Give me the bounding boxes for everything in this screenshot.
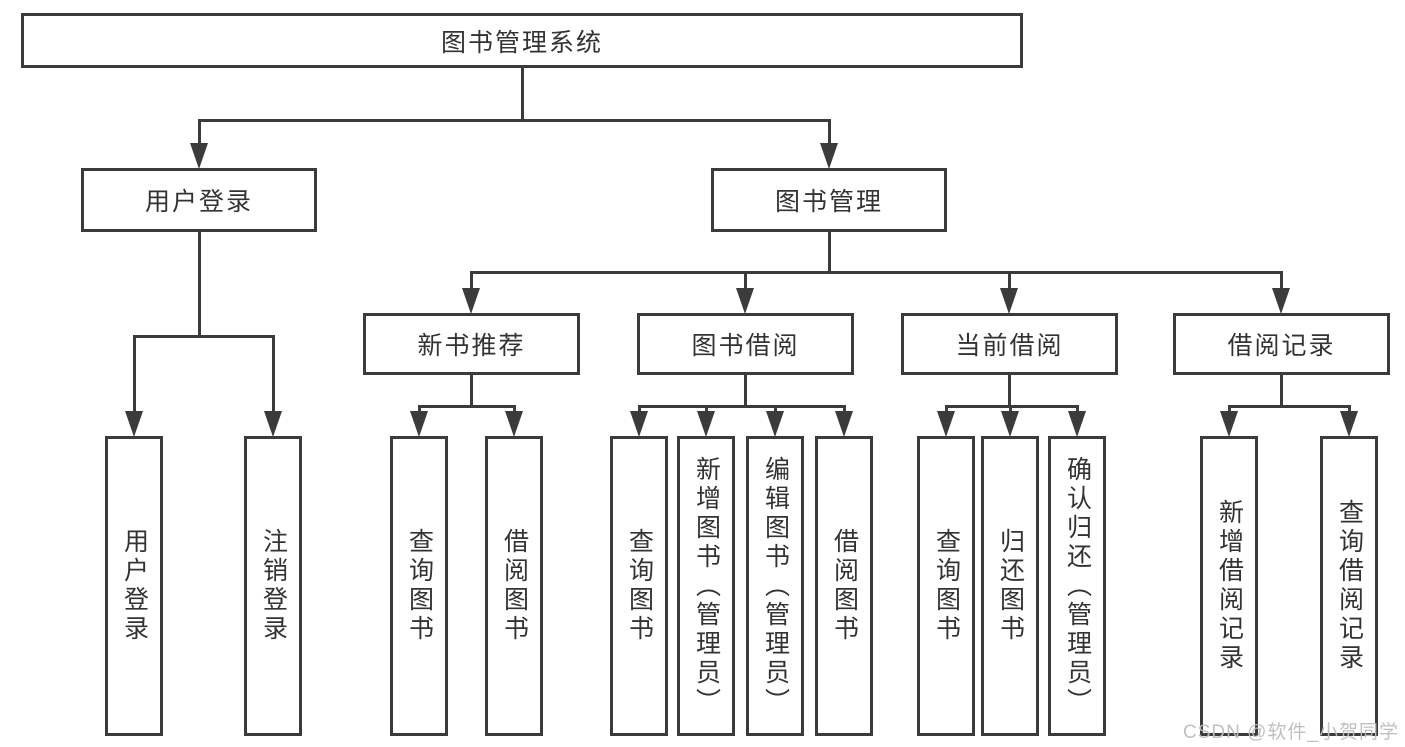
connector-line — [637, 404, 846, 408]
node-label: 图书管理系统 — [440, 28, 603, 57]
connector-line — [271, 336, 275, 412]
arrowhead-icon — [462, 288, 480, 314]
connector-line — [637, 406, 641, 412]
node-label: 当前借阅 — [955, 332, 1064, 360]
connector-line — [743, 375, 747, 406]
arrowhead-icon — [1220, 411, 1238, 437]
arrowhead-icon — [630, 411, 648, 437]
connector-line — [197, 232, 201, 336]
arrowhead-icon — [697, 411, 715, 437]
node-new-book-recommendation: 新书推荐 — [363, 313, 580, 375]
arrowhead-icon — [410, 411, 428, 437]
connector-line — [469, 270, 1283, 274]
arrowhead-icon — [820, 143, 838, 169]
arrowhead-icon — [1272, 288, 1290, 314]
node-label: 借阅记录 — [1227, 332, 1336, 360]
node-label: 新书推荐 — [417, 332, 526, 360]
arrowhead-icon — [736, 288, 754, 314]
node-label: 图书借阅 — [691, 332, 800, 360]
connector-line — [842, 406, 846, 412]
connector-line — [1227, 404, 1351, 408]
leaf-label: 查询图书 — [625, 528, 654, 644]
leaf-add-borrow-record: 新增借阅记录 — [1200, 436, 1258, 736]
leaf-label: 编辑图书（管理员） — [761, 455, 790, 717]
connector-line — [469, 375, 473, 406]
arrowhead-icon — [766, 411, 784, 437]
leaf-borrow-books: 借阅图书 — [815, 436, 873, 736]
leaf-label: 查询借阅记录 — [1335, 499, 1364, 673]
connector-line — [197, 118, 831, 122]
connector-line — [1007, 375, 1011, 406]
node-library-management-system: 图书管理系统 — [21, 13, 1023, 68]
leaf-edit-books-admin: 编辑图书（管理员） — [746, 436, 804, 736]
leaf-label: 借阅图书 — [500, 528, 529, 644]
connector-line — [469, 272, 473, 289]
connector-line — [944, 406, 948, 412]
connector-line — [1279, 375, 1283, 406]
node-user-login: 用户登录 — [81, 168, 317, 232]
connector-line — [1007, 272, 1011, 289]
leaf-borrow-books-recommend: 借阅图书 — [485, 436, 543, 736]
arrowhead-icon — [190, 143, 208, 169]
leaf-label: 新增借阅记录 — [1215, 499, 1244, 673]
connector-line — [704, 406, 708, 412]
leaf-query-books-current: 查询图书 — [917, 436, 975, 736]
arrowhead-icon — [1340, 411, 1358, 437]
connector-line — [1227, 406, 1231, 412]
arrowhead-icon — [1001, 411, 1019, 437]
arrowhead-icon — [125, 411, 143, 437]
connector-line — [1075, 406, 1079, 412]
arrowhead-icon — [937, 411, 955, 437]
arrowhead-icon — [835, 411, 853, 437]
connector-line — [1279, 272, 1283, 289]
connector-line — [520, 68, 524, 120]
leaf-query-books-borrowing: 查询图书 — [610, 436, 668, 736]
connector-line — [743, 272, 747, 289]
leaf-query-borrow-record: 查询借阅记录 — [1320, 436, 1378, 736]
leaf-return-books: 归还图书 — [981, 436, 1039, 736]
connector-line — [197, 120, 201, 144]
connector-line — [417, 404, 516, 408]
leaf-confirm-return-admin: 确认归还（管理员） — [1048, 436, 1106, 736]
node-book-management: 图书管理 — [711, 168, 947, 232]
leaf-user-login: 用户登录 — [105, 436, 163, 736]
connector-line — [1347, 406, 1351, 412]
leaf-label: 新增图书（管理员） — [692, 455, 721, 717]
leaf-label: 查询图书 — [932, 528, 961, 644]
connector-line — [132, 334, 275, 338]
connector-line — [132, 336, 136, 412]
leaf-label: 用户登录 — [120, 528, 149, 644]
leaf-logout-login: 注销登录 — [244, 436, 302, 736]
node-label: 图书管理 — [774, 188, 883, 216]
node-book-borrowing: 图书借阅 — [637, 313, 854, 375]
connector-line — [1008, 406, 1012, 412]
leaf-label: 归还图书 — [996, 528, 1025, 644]
connector-line — [512, 406, 516, 412]
leaf-query-books-recommend: 查询图书 — [390, 436, 448, 736]
leaf-label: 借阅图书 — [830, 528, 859, 644]
connector-line — [944, 404, 1079, 408]
node-borrowing-records: 借阅记录 — [1173, 313, 1390, 375]
node-label: 用户登录 — [144, 188, 253, 216]
connector-line — [827, 120, 831, 144]
connector-line — [773, 406, 777, 412]
watermark: CSDN @软件_小贺同学 — [1183, 722, 1399, 743]
leaf-label: 确认归还（管理员） — [1063, 455, 1092, 717]
arrowhead-icon — [505, 411, 523, 437]
leaf-label: 查询图书 — [405, 528, 434, 644]
arrowhead-icon — [1068, 411, 1086, 437]
connector-line — [417, 406, 421, 412]
leaf-label: 注销登录 — [259, 528, 288, 644]
connector-line — [827, 232, 831, 272]
arrowhead-icon — [1000, 288, 1018, 314]
arrowhead-icon — [264, 411, 282, 437]
node-current-borrowing: 当前借阅 — [901, 313, 1118, 375]
leaf-add-books-admin: 新增图书（管理员） — [677, 436, 735, 736]
